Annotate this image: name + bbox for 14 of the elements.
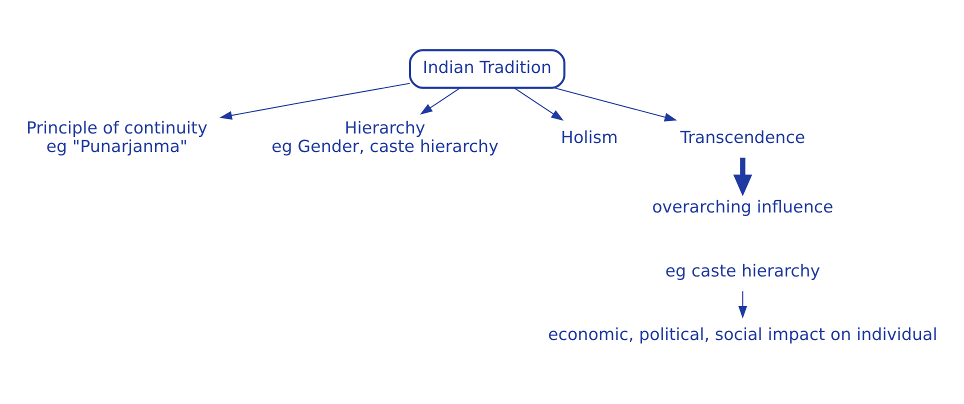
arrow <box>419 86 460 114</box>
arrow <box>738 290 747 318</box>
node-box: Indian Tradition <box>408 48 565 88</box>
node-text: overarching influence <box>652 197 833 216</box>
node-text: Hierarchy eg Gender, caste hierarchy <box>271 118 498 156</box>
arrow <box>554 86 677 121</box>
arrow <box>218 82 410 120</box>
node-text: Transcendence <box>680 127 805 146</box>
node-text: Holism <box>560 127 618 146</box>
node-text: Principle of continuity eg "Punarjanma" <box>26 118 207 156</box>
node-text: economic, political, social impact on individual <box>548 324 937 344</box>
node-text: eg caste hierarchy <box>664 260 820 280</box>
arrow <box>732 157 752 196</box>
arrow <box>513 86 564 120</box>
